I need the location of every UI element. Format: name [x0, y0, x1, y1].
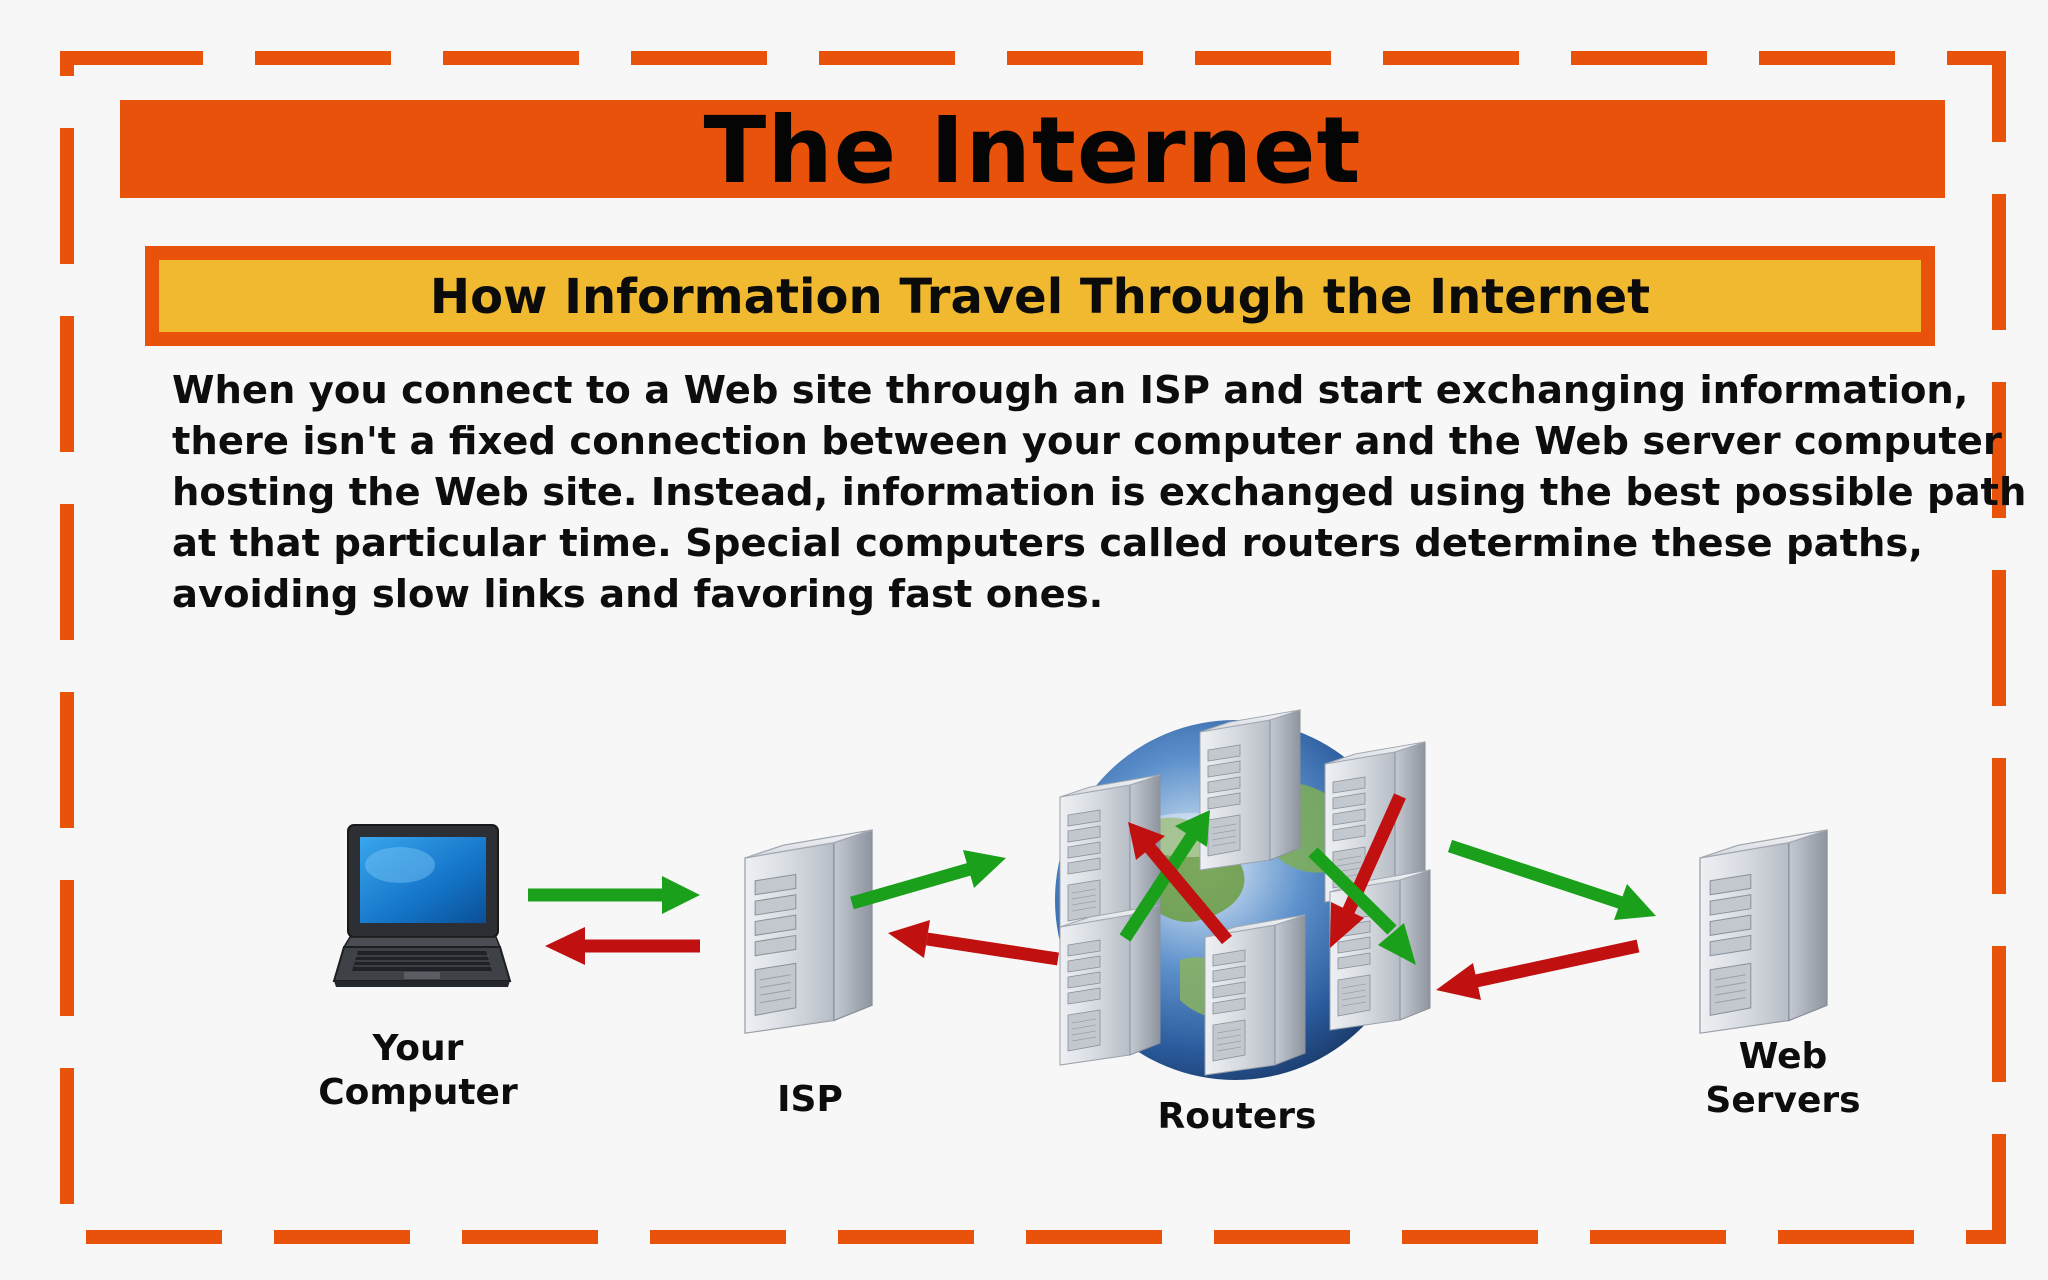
forward-arrow	[1308, 847, 1416, 965]
slide-title: The Internet	[703, 97, 1362, 204]
body-line: avoiding slow links and favoring fast on…	[172, 572, 1104, 617]
web-servers-label: Web Servers	[1683, 1035, 1883, 1123]
return-arrow	[888, 920, 1059, 966]
body-line: hosting the Web site. Instead, informati…	[172, 470, 2027, 515]
globe-with-servers-icon	[1055, 709, 1431, 1080]
return-arrow	[545, 927, 700, 965]
forward-arrow	[850, 850, 1006, 910]
return-arrow	[1436, 939, 1640, 1000]
isp-label: ISP	[740, 1078, 880, 1122]
routers-label: Routers	[1137, 1095, 1337, 1139]
isp-label-text: ISP	[777, 1079, 843, 1120]
return-arrow	[1128, 822, 1232, 945]
web-servers-label-line1: Web	[1738, 1036, 1828, 1077]
forward-arrow	[1119, 810, 1210, 942]
laptop-icon	[332, 824, 512, 987]
your-computer-label-line2: Computer	[318, 1072, 518, 1113]
body-line: at that particular time. Special compute…	[172, 521, 1923, 566]
your-computer-label-line1: Your	[372, 1028, 464, 1069]
forward-arrow	[1447, 839, 1656, 920]
body-line: When you connect to a Web site through a…	[172, 368, 1969, 413]
your-computer-label: Your Computer	[318, 1027, 518, 1115]
title-bar: The Internet	[120, 100, 1945, 198]
subtitle-banner: How Information Travel Through the Inter…	[145, 246, 1935, 346]
body-paragraph: When you connect to a Web site through a…	[172, 365, 2027, 620]
arrows	[528, 793, 1656, 1000]
web-servers-label-line2: Servers	[1705, 1080, 1861, 1121]
routers-label-text: Routers	[1157, 1096, 1317, 1137]
isp-server-icon	[744, 829, 873, 1034]
body-line: there isn't a fixed connection between y…	[172, 419, 2002, 464]
web-server-icon	[1699, 829, 1828, 1034]
slide-subtitle: How Information Travel Through the Inter…	[429, 269, 1651, 325]
forward-arrow	[528, 876, 700, 914]
